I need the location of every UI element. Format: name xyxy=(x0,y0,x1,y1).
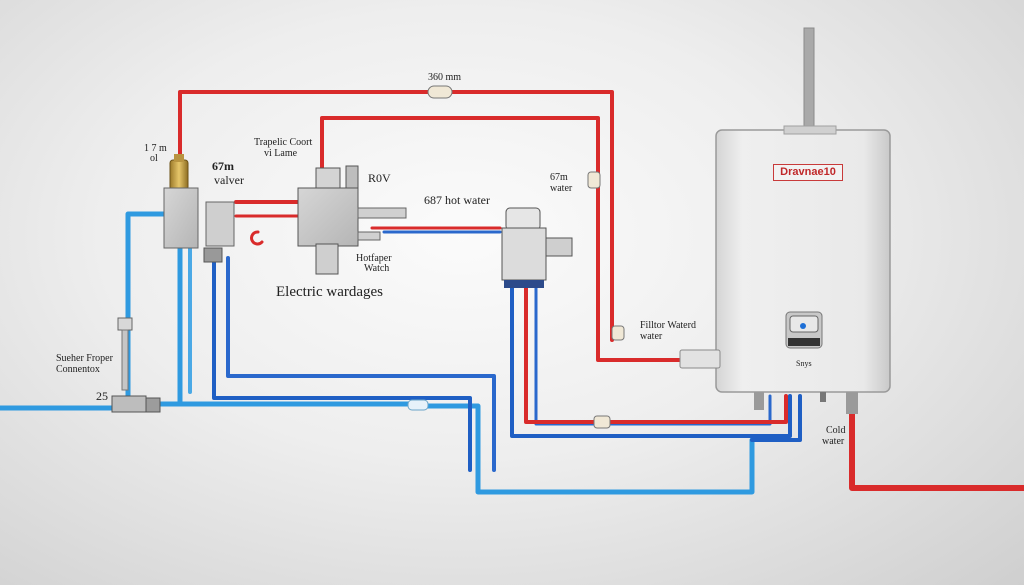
left-fitting-b xyxy=(203,247,223,263)
side-valve-stem xyxy=(121,329,129,391)
mixing-valve-side xyxy=(545,237,573,257)
right-dimension-bottom: water xyxy=(550,183,573,194)
hot-pipes xyxy=(178,90,1024,491)
manifold-top-cap xyxy=(315,167,341,191)
cold-pipes xyxy=(212,230,802,472)
manifold-connector xyxy=(345,165,359,189)
hot-outlet-right xyxy=(849,393,1024,491)
heater-sub-label: Snys xyxy=(796,359,812,368)
left-control-box xyxy=(163,187,199,249)
valve-left-label-bottom: valver xyxy=(214,173,244,187)
mixing-valve xyxy=(501,207,573,288)
cold-line-3 xyxy=(510,284,792,438)
flue-pipe xyxy=(803,27,815,133)
voltage-label: R0V xyxy=(368,171,391,185)
hot-water-label: 687 hot water xyxy=(424,193,490,207)
inlet-fitting xyxy=(679,349,721,369)
manifold-body xyxy=(297,187,359,247)
manifold-bottom-cap xyxy=(315,243,339,275)
outlet-stub-1 xyxy=(754,392,764,410)
supply-coupling xyxy=(407,399,429,411)
small-fittings xyxy=(111,85,625,429)
right-coupling xyxy=(587,171,601,189)
mixing-valve-foot xyxy=(504,280,544,288)
brass-valve xyxy=(169,159,189,191)
top-coupling xyxy=(427,85,453,99)
control-base xyxy=(788,338,820,346)
bottom-coupling xyxy=(593,415,611,429)
left-dimension-top: 1 7 m xyxy=(144,143,167,154)
left-valve-assembly xyxy=(163,154,235,263)
hot-loop-small xyxy=(250,230,264,246)
heater-collar xyxy=(783,125,837,135)
status-light xyxy=(800,323,806,329)
supply-riser-left xyxy=(125,211,171,411)
mixing-valve-top xyxy=(505,207,541,231)
center-manifold xyxy=(297,165,407,275)
manifold-port-right xyxy=(357,207,407,219)
valve-left-label-top: 67m xyxy=(212,159,234,173)
side-connector-label-top: Sueher Froper xyxy=(56,353,113,364)
left-dimension-unit: ol xyxy=(150,153,158,164)
side-valve-joint xyxy=(111,395,147,413)
cold-line-5 xyxy=(750,394,802,442)
supply-riser-mid xyxy=(153,245,183,407)
cold-line-1 xyxy=(212,260,472,472)
cold-water-label-bottom: water xyxy=(822,436,845,447)
right-dimension-top: 67m xyxy=(550,172,568,183)
manifold-port-right2 xyxy=(357,231,381,241)
traffic-label-bottom: vi Lame xyxy=(264,148,298,159)
cold-water-label-top: Cold xyxy=(826,425,846,436)
filter-valve xyxy=(611,325,625,341)
supply-main-line xyxy=(0,401,755,495)
hot-inner-loop xyxy=(320,116,682,362)
side-valve-cap xyxy=(117,317,133,331)
outlet-stub-3 xyxy=(820,392,826,402)
heater-brand-label: Dravnae10 xyxy=(773,164,843,181)
left-fitting-a xyxy=(205,201,235,247)
side-connector-label-bottom: Connentox xyxy=(56,364,100,375)
filter-label-top: Filltor Waterd xyxy=(640,320,696,331)
top-dimension-label: 360 mm xyxy=(428,72,462,83)
outlet-stub-2 xyxy=(846,392,858,414)
heat-water-label-bottom: Watch xyxy=(364,263,390,274)
tee-fitting xyxy=(145,397,161,413)
hot-top-loop xyxy=(178,90,614,342)
water-heater xyxy=(679,27,891,414)
hot-bottom-line xyxy=(524,284,788,424)
cold-line-2 xyxy=(226,256,496,472)
heat-water-label-top: Hotfaper xyxy=(356,253,392,264)
valve-cap xyxy=(174,154,184,162)
traffic-label-top: Trapelic Coort xyxy=(254,137,313,148)
left-number-label: 25 xyxy=(96,389,108,403)
filter-label-bottom: water xyxy=(640,331,663,342)
electric-label: Electric wardages xyxy=(276,284,384,300)
mixing-valve-body xyxy=(501,227,547,281)
